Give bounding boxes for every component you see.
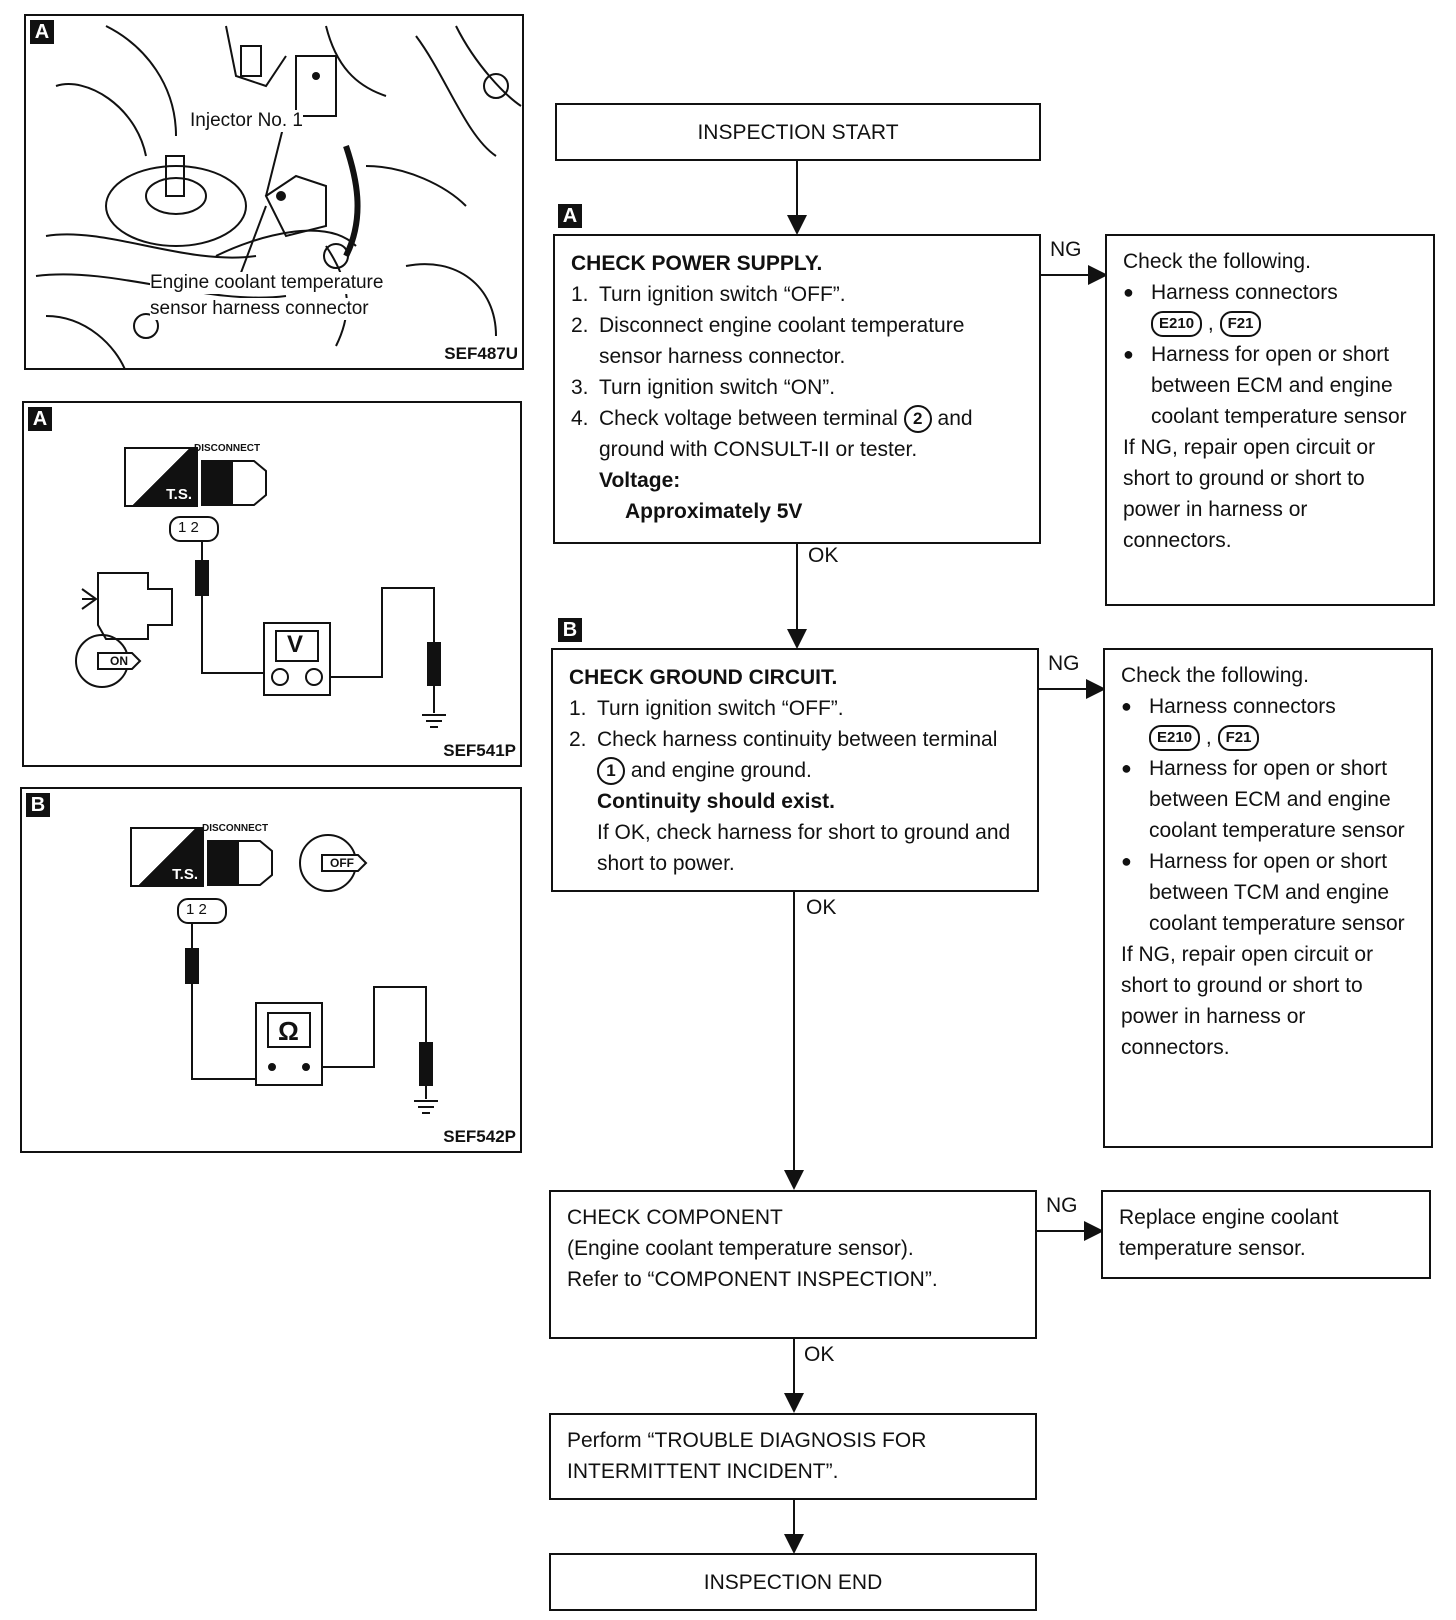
ng-label: NG: [1046, 1194, 1078, 1217]
figure-code: SEF487U: [444, 344, 518, 363]
step-b-ng-box: Check the following. ● Harness connector…: [1103, 648, 1433, 1148]
panel-tag: A: [30, 20, 54, 44]
bullet-icon: ●: [1121, 696, 1132, 716]
ng-box-title: Check the following.: [1121, 664, 1309, 687]
pin-label: 1 2: [186, 901, 207, 918]
step-c-ng-box: Replace engine coolant temperature senso…: [1101, 1190, 1431, 1279]
step-b-tag: B: [558, 618, 582, 642]
inspection-start-label: INSPECTION START: [697, 120, 899, 144]
ng-label: NG: [1048, 652, 1080, 675]
sensor-label-line2: sensor harness connector: [150, 298, 369, 320]
ok-label: OK: [806, 896, 837, 919]
step-item: 1.Turn ignition switch “OFF”.: [569, 697, 844, 720]
inspection-end-label: INSPECTION END: [703, 1570, 883, 1594]
connector-badge: F21: [1219, 311, 1262, 338]
voltage-test-diagram: [75, 460, 446, 728]
ts-icon: T.S.: [130, 827, 204, 887]
panel-a-voltage-test: A T.S. DISCONNECT: [22, 401, 522, 767]
bullet-icon: ●: [1123, 282, 1134, 302]
continuity-note: If OK, check harness for short to ground…: [597, 821, 1011, 875]
perform-diagnosis-text: Perform “TROUBLE DIAGNOSIS FOR INTERMITT…: [567, 1429, 927, 1483]
check-power-supply-box: CHECK POWER SUPPLY. 1.Turn ignition swit…: [553, 234, 1041, 544]
figure-code: SEF541P: [443, 741, 516, 760]
voltage-value: Approximately 5V: [625, 500, 803, 523]
step-title: CHECK GROUND CIRCUIT.: [569, 666, 838, 689]
voltage-label: Voltage:: [599, 469, 681, 492]
step-item: 2.Disconnect engine coolant temperature …: [571, 314, 965, 368]
bullet-item: ●Harness for open or short between ECM a…: [1121, 753, 1415, 846]
connector-badge: E210: [1149, 725, 1201, 752]
step-item: 1.Turn ignition switch “OFF”.: [571, 283, 846, 306]
inspection-start-box: INSPECTION START: [555, 103, 1041, 161]
replace-sensor-text: Replace engine coolant temperature senso…: [1119, 1206, 1339, 1260]
step-item: 2. Check harness continuity between term…: [569, 724, 1021, 786]
terminal-badge: 1: [597, 757, 625, 786]
panel-tag: A: [28, 407, 52, 431]
connector-badge: F21: [1217, 725, 1260, 752]
bullet-item: ● Harness connectors E210 , F21: [1123, 277, 1417, 339]
panel-b-continuity-test: B T.S. DISCONNECT 1 2 Ω OFF SEF542P: [20, 787, 522, 1153]
panel-tag: B: [26, 793, 50, 817]
meter-symbol: V: [287, 631, 304, 658]
step-a-tag: A: [558, 204, 582, 228]
figure-code: SEF542P: [443, 1127, 516, 1146]
ok-label: OK: [808, 544, 839, 567]
step-title: CHECK POWER SUPPLY.: [571, 252, 823, 275]
injector-label: Injector No. 1: [190, 110, 303, 132]
ts-icon: T.S.: [124, 447, 198, 507]
ng-box-footer: If NG, repair open circuit or short to g…: [1123, 436, 1376, 552]
bullet-icon: ●: [1121, 851, 1132, 871]
bullet-item: ● Harness connectors E210 , F21: [1121, 691, 1415, 753]
disconnect-label: DISCONNECT: [202, 823, 269, 834]
bullet-icon: ●: [1121, 758, 1132, 778]
key-on-label: ON: [110, 654, 128, 668]
disconnect-label: DISCONNECT: [194, 443, 261, 454]
perform-diagnosis-box: Perform “TROUBLE DIAGNOSIS FOR INTERMITT…: [549, 1413, 1037, 1500]
engine-illustration: [35, 25, 522, 368]
inspection-end-box: INSPECTION END: [549, 1553, 1037, 1611]
sensor-label-line1: Engine coolant temperature: [150, 272, 384, 294]
bullet-item: ●Harness for open or short between TCM a…: [1121, 846, 1415, 939]
panel-a-photo: A: [24, 14, 524, 370]
component-line2: (Engine coolant temperature sensor).: [567, 1237, 914, 1260]
step-a-ng-box: Check the following. ● Harness connector…: [1105, 234, 1435, 606]
terminal-badge: 2: [903, 405, 932, 434]
check-component-box: CHECK COMPONENT (Engine coolant temperat…: [549, 1190, 1037, 1339]
component-line3: Refer to “COMPONENT INSPECTION”.: [567, 1268, 938, 1291]
key-off-label: OFF: [330, 856, 354, 870]
continuity-text: Continuity should exist.: [597, 790, 836, 813]
step-item: 4. Check voltage between terminal 2 and …: [571, 405, 973, 461]
ok-label: OK: [804, 1343, 835, 1366]
ng-box-footer: If NG, repair open circuit or short to g…: [1121, 943, 1374, 1059]
check-ground-circuit-box: CHECK GROUND CIRCUIT. 1.Turn ignition sw…: [551, 648, 1039, 892]
pin-label: 1 2: [178, 519, 199, 536]
connector-badge: E210: [1151, 311, 1203, 338]
bullet-item: ●Harness for open or short between ECM a…: [1123, 339, 1417, 432]
bullet-icon: ●: [1123, 344, 1134, 364]
meter-symbol: Ω: [278, 1016, 299, 1046]
component-line1: CHECK COMPONENT: [567, 1206, 783, 1229]
ng-label: NG: [1050, 238, 1082, 261]
continuity-test-diagram: [177, 834, 438, 1114]
ng-box-title: Check the following.: [1123, 250, 1311, 273]
step-item: 3.Turn ignition switch “ON”.: [571, 376, 836, 399]
